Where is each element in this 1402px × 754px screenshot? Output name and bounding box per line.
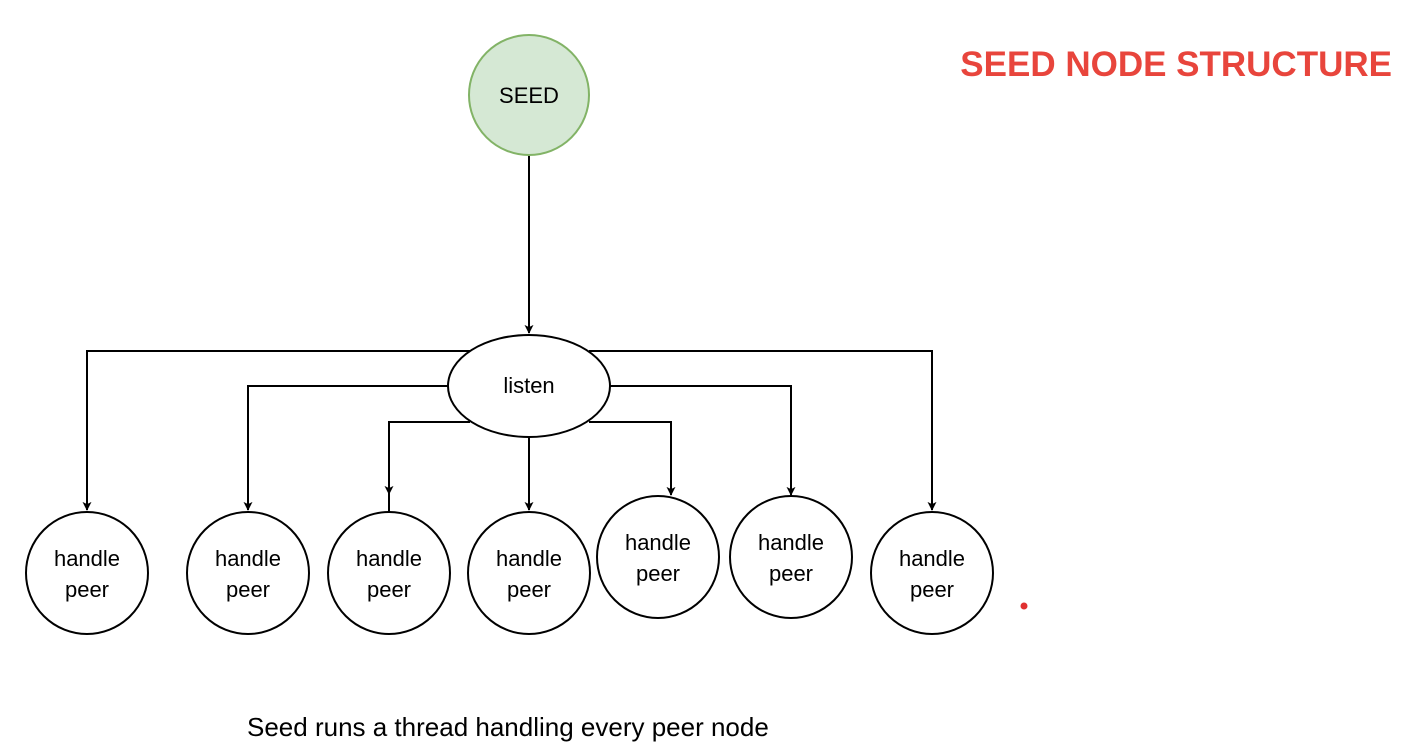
diagram-caption: Seed runs a thread handling every peer n… [247,712,769,742]
peer-circle [186,511,310,635]
peer-node-4: handle peer [467,511,591,635]
peer-circle [729,495,853,619]
peer-circle [467,511,591,635]
edge-listen-peer-6 [610,385,796,496]
edge-listen-peer-3 [384,421,470,495]
peer-node-6: handle peer [729,495,853,619]
edges [82,155,937,512]
edge-listen-peer-7 [589,350,937,511]
peer-label-line1: handle [215,546,281,571]
diagram-title: SEED NODE STRUCTURE [960,45,1392,84]
listen-label: listen [503,373,554,398]
peer-nodes: handle peer handle peer handle peer hand… [25,495,994,635]
peer-label-line1: handle [625,530,691,555]
peer-node-2: handle peer [186,511,310,635]
peer-label-line1: handle [758,530,824,555]
peer-circle [25,511,149,635]
peer-label-line2: peer [910,577,954,602]
edge-listen-peer-5 [589,421,676,496]
peer-label-line1: handle [899,546,965,571]
peer-label-line2: peer [636,561,680,586]
peer-label-line1: handle [54,546,120,571]
edge-listen-peer-1 [82,350,470,511]
peer-node-7: handle peer [870,511,994,635]
peer-circle [870,511,994,635]
peer-label-line2: peer [507,577,551,602]
peer-node-1: handle peer [25,511,149,635]
seed-label: SEED [499,83,559,108]
listen-node: listen [447,334,611,438]
peer-node-3: handle peer [327,511,451,635]
peer-circle [327,511,451,635]
peer-node-5: handle peer [596,495,720,619]
seed-circle [468,34,590,156]
peer-label-line2: peer [367,577,411,602]
seed-node: SEED [468,34,590,156]
peer-label-line2: peer [769,561,813,586]
edge-listen-peer-2 [243,385,448,511]
peer-label-line2: peer [226,577,270,602]
peer-label-line1: handle [356,546,422,571]
listen-ellipse [447,334,611,438]
peer-circle [596,495,720,619]
peer-label-line2: peer [65,577,109,602]
peer-label-line1: handle [496,546,562,571]
red-dot [1020,602,1028,610]
